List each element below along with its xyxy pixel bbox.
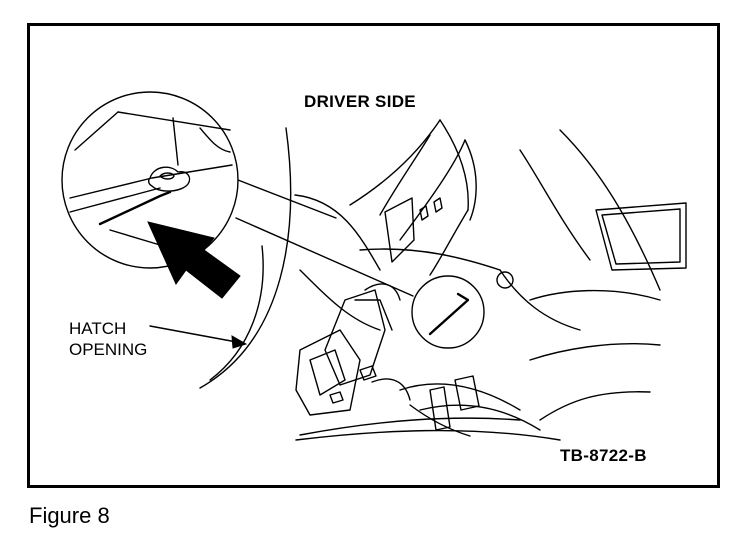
- detail-fastener-hole: [160, 173, 174, 179]
- pedal-pad: [455, 376, 479, 410]
- hatch-opening-arrowhead: [232, 336, 246, 348]
- hatch-opening-label-line1: HATCH: [69, 319, 127, 338]
- detail-source-circle: [412, 276, 484, 348]
- pillar-line: [400, 140, 465, 240]
- latch-detail: [372, 379, 410, 400]
- drawing-code-label: TB-8722-B: [560, 446, 647, 465]
- bracket: [385, 198, 414, 262]
- detail-fastener: [149, 167, 190, 191]
- latch-detail: [355, 300, 392, 330]
- hatch-opening-edge: [200, 128, 291, 388]
- hatch-opening-pointer-line: [150, 326, 242, 343]
- hatch-inner-edge: [210, 246, 263, 380]
- floor-line: [540, 392, 650, 420]
- detail-edge: [200, 128, 230, 152]
- floor-line: [560, 130, 660, 290]
- detail-edge: [173, 118, 178, 165]
- detail-edge: [70, 188, 160, 212]
- pillar-line: [350, 120, 440, 205]
- latch-body: [296, 330, 360, 415]
- rear-panel-inner: [602, 209, 680, 264]
- figure-frame: [27, 23, 720, 488]
- floor-rail: [400, 384, 520, 410]
- striker-stud: [497, 272, 513, 288]
- body-line: [300, 270, 380, 330]
- floor-line: [530, 291, 660, 300]
- body-line: [295, 195, 380, 270]
- sill-line: [296, 431, 560, 440]
- hatch-opening-label: HATCH OPENING: [69, 318, 147, 360]
- floor-line: [520, 150, 590, 260]
- driver-side-label: DRIVER SIDE: [304, 92, 416, 111]
- callout-leader-line: [236, 218, 413, 296]
- pillar-line: [380, 135, 430, 215]
- source-wire: [430, 294, 468, 334]
- sill-line: [300, 418, 520, 435]
- bracket-hole: [434, 198, 442, 212]
- detail-edge: [70, 165, 232, 198]
- pedal-pad: [430, 387, 450, 430]
- floor-rail: [420, 405, 540, 430]
- detail-edge: [75, 112, 118, 150]
- latch-housing: [325, 290, 385, 385]
- detail-wire: [100, 192, 170, 224]
- latch-detail: [310, 350, 345, 395]
- latch-detail: [330, 392, 343, 403]
- hatch-opening-label-line2: OPENING: [69, 340, 148, 359]
- bracket-hole: [420, 206, 428, 220]
- panel-line: [465, 140, 476, 220]
- floor-line: [530, 344, 660, 360]
- panel-line: [430, 210, 468, 275]
- rear-panel-outline: [596, 203, 686, 270]
- floor-line: [360, 249, 500, 270]
- floor-line: [500, 270, 580, 330]
- panel-line: [440, 120, 468, 210]
- figure-caption: Figure 8: [29, 503, 110, 528]
- callout-leader-line: [238, 180, 336, 218]
- latch-detail: [360, 366, 376, 380]
- cable: [410, 405, 470, 436]
- detail-edge: [110, 230, 160, 245]
- big-callout-arrow: [148, 222, 240, 298]
